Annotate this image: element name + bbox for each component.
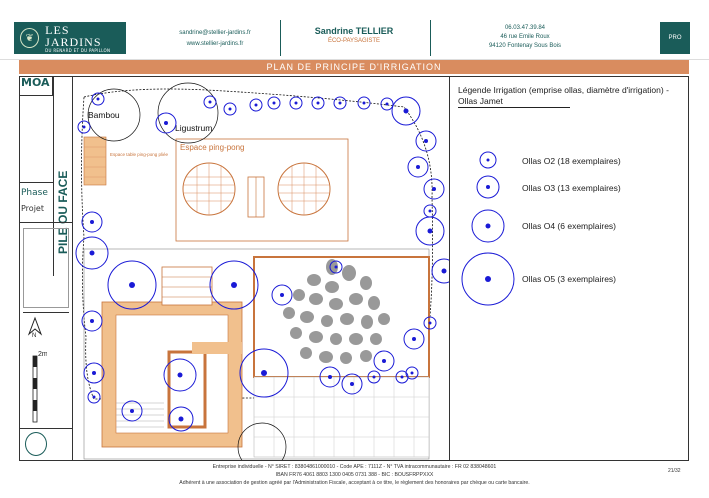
- person-name: Sandrine TELLIER: [314, 26, 394, 36]
- ligustrum-label: Ligustrum: [175, 123, 212, 133]
- address-line: 94120 Fontenay Sous Bois: [488, 43, 562, 49]
- legend-symbols: [461, 151, 515, 306]
- stepping-stones: [253, 256, 430, 458]
- phone-number[interactable]: 06.03.47.39.84: [504, 25, 546, 31]
- drawing-info-table: [23, 228, 69, 308]
- ping-pong-label: Espace ping-pong: [180, 143, 245, 152]
- title-block: MOA PILE OU FACE Phase Projet N 2m: [19, 76, 73, 461]
- ollas-o2-icon: [479, 151, 497, 169]
- legend-title: Légende Irrigation (emprise ollas, diamè…: [458, 85, 669, 108]
- client-name: PILE OU FACE: [56, 171, 70, 254]
- footer-bank-info: IBAN FR76 4061 8803 1300 0405 0731 388 -…: [275, 472, 434, 478]
- person-block: Sandrine TELLIER ÉCO-PAYSAGISTE: [296, 26, 412, 44]
- scale-bar-icon: 2m: [32, 351, 47, 423]
- address-line: 46 rue Emile Roux: [500, 34, 550, 40]
- moa-label: MOA: [19, 76, 53, 96]
- company-logo: ❦ LES JARDINS DU RENARD ET DU PAPILLON: [14, 22, 126, 54]
- pro-badge: PRO: [660, 22, 690, 54]
- table-label: Espace table ping-pong pliée: [110, 152, 169, 157]
- phase-label: Phase: [21, 188, 48, 198]
- legend-item-o5: Ollas O5 (3 exemplaires): [522, 274, 617, 284]
- footer-legal-note: Adhérent à une association de gestion ag…: [179, 480, 530, 486]
- email-link[interactable]: sandrine@stellier-jardins.fr: [179, 30, 251, 36]
- fox-butterfly-emblem-icon: ❦: [20, 28, 40, 48]
- tree-canopy: [237, 422, 287, 460]
- wooden-terrace: [101, 266, 243, 448]
- ollas-o3-icon: [476, 175, 500, 199]
- ping-pong-area: Espace ping-pong: [175, 138, 349, 242]
- plan-frame: [19, 76, 689, 461]
- irrigation-plan: Espace ping-pong Espace table ping-pong …: [75, 82, 449, 460]
- legend-item-o4: Ollas O4 (6 exemplaires): [522, 221, 617, 231]
- website-link[interactable]: www.stellier-jardins.fr: [186, 41, 244, 47]
- legend-panel: [449, 77, 688, 460]
- client-name-vertical: PILE OU FACE: [56, 171, 70, 254]
- svg-text:2m: 2m: [38, 351, 47, 358]
- address-block: 06.03.47.39.84 46 rue Emile Roux 94120 F…: [470, 24, 580, 51]
- page-number: 21/32: [668, 468, 681, 474]
- ligustrum-canopy: [157, 82, 219, 144]
- ollas-o5-icon: [461, 252, 515, 306]
- person-role: ÉCO-PAYSAGISTE: [327, 38, 381, 44]
- bamboo-label: Bambou: [88, 110, 120, 120]
- folded-table: Espace table ping-pong pliée: [83, 136, 169, 186]
- web-contact: sandrine@stellier-jardins.fr www.stellie…: [160, 28, 270, 50]
- phase-value: Projet: [21, 204, 44, 213]
- plan-title: PLAN DE PRINCIPE D'IRRIGATION: [19, 60, 689, 74]
- bamboo-canopy: [87, 88, 141, 142]
- divider: [280, 20, 281, 56]
- logo-name: LES JARDINS: [45, 22, 102, 49]
- legend-item-o3: Ollas O3 (13 exemplaires): [522, 183, 621, 193]
- legend-item-o2: Ollas O2 (18 exemplaires): [522, 156, 621, 166]
- page-header: ❦ LES JARDINS DU RENARD ET DU PAPILLON s…: [0, 0, 709, 60]
- divider: [430, 20, 431, 56]
- ollas-o4-icon: [471, 209, 505, 243]
- logo-subtitle: DU RENARD ET DU PAPILLON: [45, 47, 111, 53]
- footer-company-info: Entreprise individuelle - N° SIRET : 838…: [212, 464, 497, 470]
- ollas-network: [75, 92, 449, 432]
- svg-text:N: N: [32, 333, 36, 338]
- north-arrow-icon: N: [27, 316, 43, 338]
- brand-stamp-icon: [25, 432, 47, 456]
- page-footer: Entreprise individuelle - N° SIRET : 838…: [0, 463, 709, 487]
